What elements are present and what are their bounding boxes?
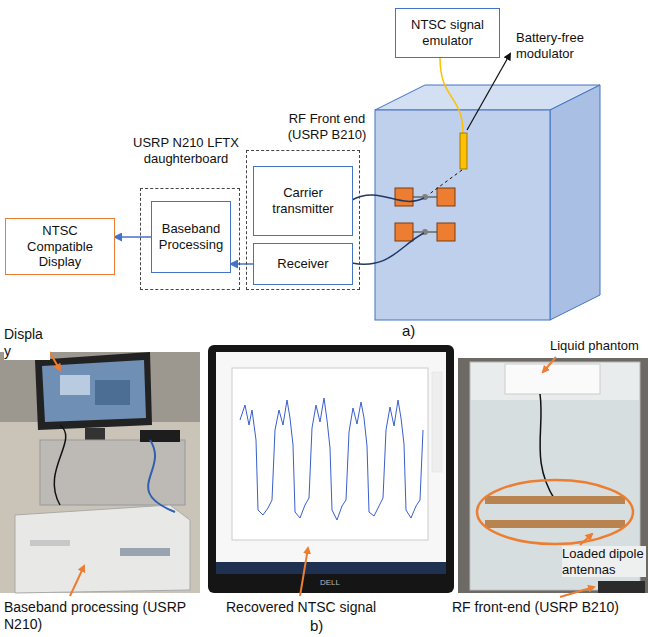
dashed-group: RF Front end (USRP B210)Carrier transmit…	[246, 150, 360, 290]
process-box: NTSC Compatible Display	[5, 218, 115, 275]
process-box: NTSC signal emulator	[395, 8, 500, 58]
figure-label: RF front-end (USRP B210)	[452, 599, 642, 616]
process-box: Receiver	[253, 243, 353, 285]
phantom-cube	[375, 85, 600, 320]
box-text: Receiver	[277, 256, 328, 272]
group-heading: RF Front end (USRP B210)	[285, 111, 369, 142]
dipole-antennas	[395, 188, 455, 241]
figure-label: b)	[310, 617, 334, 635]
rf-cable	[352, 195, 424, 201]
figure-label: DELL	[316, 578, 344, 588]
box-text: NTSC signal emulator	[400, 17, 495, 48]
connector-arrow	[115, 236, 151, 238]
box-text: Carrier transmitter	[258, 185, 348, 216]
photo-display-setup	[0, 352, 200, 593]
group-heading: USRP N210 LFTX daughterboard	[131, 135, 241, 166]
process-box: Baseband Processing	[151, 201, 231, 273]
figure-label: a)	[402, 322, 426, 340]
box-text: NTSC Compatible Display	[10, 223, 110, 270]
coupling-line	[428, 170, 462, 195]
figure-label: Recovered NTSC signal	[226, 599, 386, 616]
signal-cable	[440, 58, 463, 133]
leader-arrows	[46, 346, 594, 597]
laptop-screen	[208, 345, 454, 593]
leader-arrow	[467, 54, 510, 130]
figure-label: Displa y	[4, 326, 50, 360]
figure-label: Baseband processing (USRP N210)	[4, 599, 224, 633]
figure-label: Liquid phantom	[550, 338, 646, 354]
modulator	[460, 133, 467, 169]
box-text: Baseband Processing	[156, 221, 226, 252]
photo-phantom-setup	[458, 358, 648, 593]
rf-cable	[352, 233, 424, 264]
figure-label: Loaded dipole antennas	[562, 546, 646, 577]
process-box: Carrier transmitter	[253, 166, 353, 236]
connector-arrow	[231, 263, 253, 265]
dashed-group: USRP N210 LFTX daughterboardBaseband Pro…	[140, 188, 240, 290]
figure-label: Battery-free modulator	[516, 30, 608, 61]
